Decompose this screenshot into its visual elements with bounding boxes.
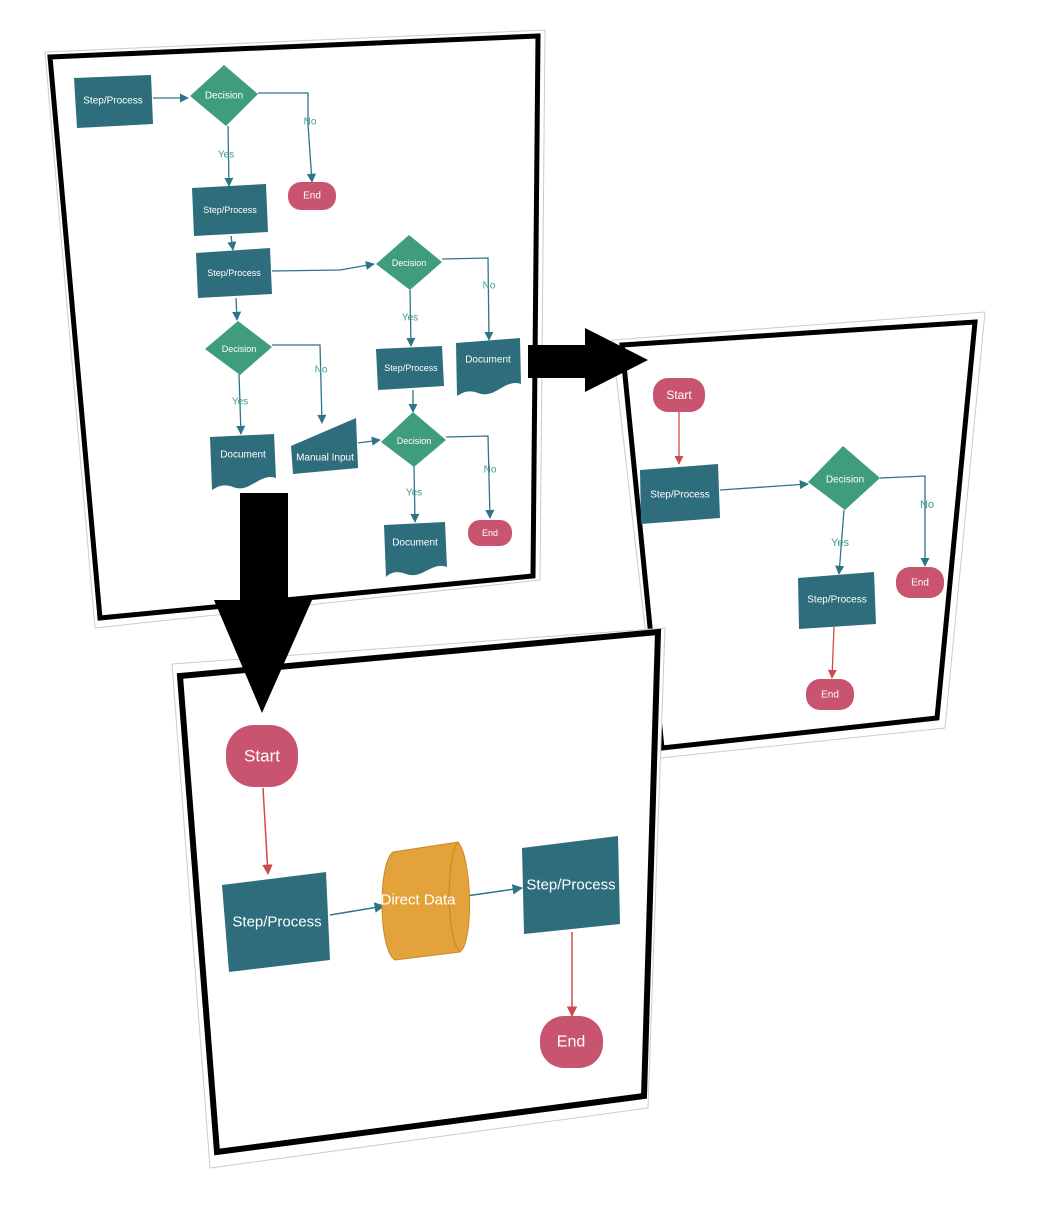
edge-label-yes: Yes xyxy=(406,488,422,499)
node-label: Start xyxy=(244,747,280,766)
node-label: End xyxy=(821,690,839,701)
terminal-node: End xyxy=(806,679,854,710)
edge-label-no: No xyxy=(484,465,497,476)
edge xyxy=(329,902,386,916)
edge-label-no: No xyxy=(304,117,317,128)
big-arrow-down xyxy=(214,493,312,713)
edge xyxy=(719,480,809,491)
edge xyxy=(827,626,837,679)
process-node: Step/Process xyxy=(640,464,720,524)
document-node: Document xyxy=(384,522,447,577)
edge xyxy=(272,344,327,424)
process-node: Step/Process xyxy=(192,184,268,236)
edge xyxy=(441,257,494,341)
node-label: Decision xyxy=(205,91,243,102)
terminal-node: End xyxy=(288,182,336,210)
node-label: Step/Process xyxy=(807,595,866,606)
edge xyxy=(262,787,273,876)
node-label: Step/Process xyxy=(232,914,321,931)
edge-label-no: No xyxy=(483,281,496,292)
direct-data-node: Direct Data xyxy=(380,841,470,961)
edge-label-yes: Yes xyxy=(232,397,248,408)
edge xyxy=(445,435,495,519)
decision-node: Decision xyxy=(381,412,446,467)
node-label: Decision xyxy=(397,436,432,446)
process-node: Step/Process xyxy=(798,572,876,629)
process-node: Step/Process xyxy=(522,836,620,934)
node-label: Step/Process xyxy=(650,490,709,501)
node-label: Step/Process xyxy=(83,96,142,107)
edge xyxy=(271,260,375,272)
panel-b: No Yes Start Step/Process Decision End S… xyxy=(611,311,986,759)
process-node: Step/Process xyxy=(376,346,444,390)
edge-label-yes: Yes xyxy=(218,150,234,161)
edge xyxy=(227,235,237,251)
panel-c: Start Step/Process Direct Data Step/Proc… xyxy=(171,627,666,1169)
decision-node: Decision xyxy=(205,321,272,375)
node-label: End xyxy=(303,191,321,202)
terminal-node: Start xyxy=(226,725,298,787)
edge xyxy=(232,297,242,321)
decision-node: Decision xyxy=(190,65,258,126)
panel-c-edges xyxy=(262,787,578,1018)
node-label: Decision xyxy=(222,344,257,354)
panel-b-frame xyxy=(619,319,978,751)
edge xyxy=(224,125,234,187)
edge xyxy=(406,289,416,347)
panel-b-edges xyxy=(674,412,930,679)
node-label: End xyxy=(911,578,929,589)
panel-a-edges xyxy=(153,92,495,523)
edge xyxy=(835,509,845,575)
decision-node: Decision xyxy=(376,235,442,290)
node-label: Document xyxy=(220,450,266,461)
terminal-node: End xyxy=(468,520,512,546)
node-label: Step/Process xyxy=(384,363,438,373)
node-label: Direct Data xyxy=(380,892,456,909)
node-label: Decision xyxy=(392,258,427,268)
node-label: Step/Process xyxy=(203,205,257,215)
node-label: Step/Process xyxy=(207,268,261,278)
edge xyxy=(258,92,316,183)
manual-input-node: Manual Input xyxy=(291,418,358,474)
node-label: End xyxy=(557,1034,585,1051)
edge xyxy=(236,373,246,435)
terminal-node: End xyxy=(540,1016,603,1068)
edge xyxy=(357,436,381,446)
edge-label-no: No xyxy=(920,499,934,511)
edge xyxy=(465,884,524,897)
node-label: Step/Process xyxy=(526,877,615,894)
document-node: Document xyxy=(210,434,276,490)
terminal-node: Start xyxy=(653,378,705,412)
node-label: End xyxy=(482,528,498,538)
edge-label-no: No xyxy=(315,365,328,376)
process-node: Step/Process xyxy=(222,872,330,972)
node-label: Decision xyxy=(826,475,864,486)
node-label: Start xyxy=(666,388,692,402)
decision-node: Decision xyxy=(808,446,880,510)
document-node: Document xyxy=(456,338,521,396)
panel-a: No Yes No Yes No Yes No Yes Step/Process… xyxy=(44,29,546,629)
process-node: Step/Process xyxy=(196,248,272,298)
edge-label-yes: Yes xyxy=(831,537,849,549)
edge xyxy=(879,475,930,567)
panel-a-frame xyxy=(47,33,541,621)
terminal-node: End xyxy=(896,567,944,598)
process-node: Step/Process xyxy=(74,75,153,128)
node-label: Document xyxy=(465,355,511,366)
edge xyxy=(410,465,420,523)
node-label: Document xyxy=(392,538,438,549)
edge-label-yes: Yes xyxy=(402,313,418,324)
node-label: Manual Input xyxy=(296,453,354,464)
big-arrow-right xyxy=(528,328,648,392)
